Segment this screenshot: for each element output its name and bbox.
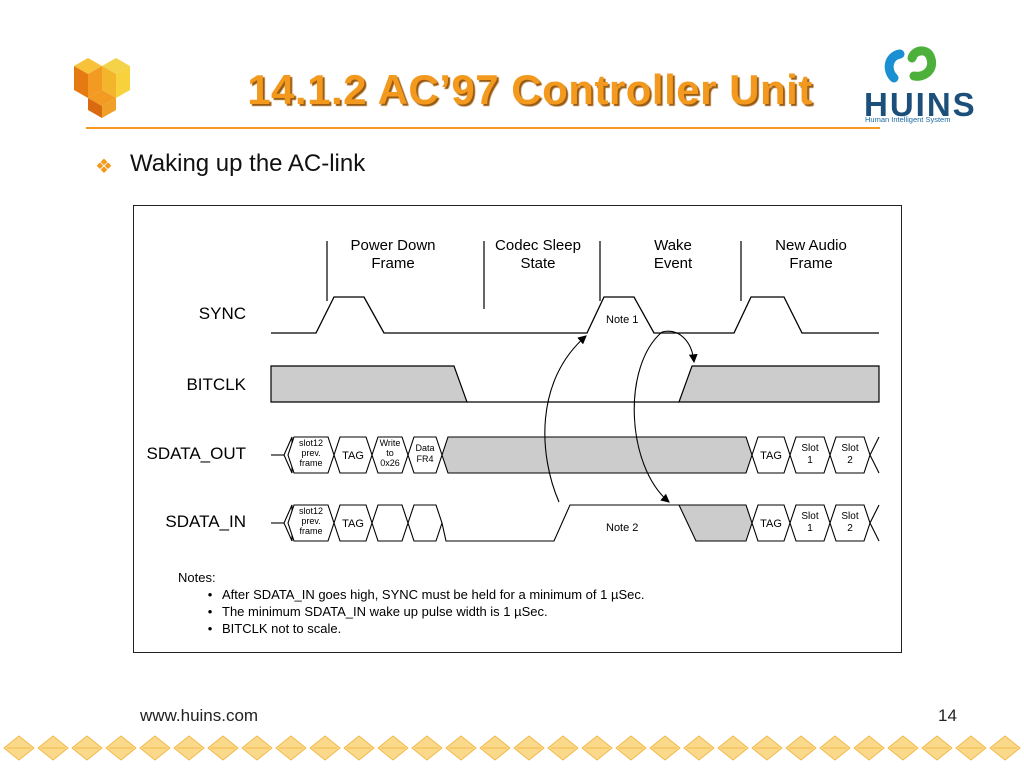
out-data-line2: FR4 <box>416 454 433 464</box>
huins-swirl-icon <box>884 46 936 83</box>
in-slot1-line1: Slot <box>801 511 818 522</box>
out-tag: TAG <box>342 450 364 462</box>
note-bullet-1: • <box>208 587 213 602</box>
phase-codec-sleep-line2: State <box>520 255 555 272</box>
page-number: 14 <box>938 706 957 725</box>
in-slot12-line3: frame <box>299 526 322 536</box>
decorative-diamond-strip <box>3 735 1021 761</box>
in-slot1-line2: 1 <box>807 523 813 534</box>
out-slot1-line1: Slot <box>801 443 818 454</box>
causality-arrows <box>544 330 698 503</box>
note-item-2: The minimum SDATA_IN wake up pulse width… <box>222 604 548 619</box>
note-bullet-2: • <box>208 604 213 619</box>
bullet-diamond-icon: ❖ <box>95 156 113 178</box>
page-title: 14.1.2 AC’97 Controller Unit <box>247 66 813 113</box>
timing-diagram-frame: Power Down Frame Codec Sleep State Wake … <box>133 205 902 653</box>
out-slot1-line2: 1 <box>807 455 813 466</box>
in-slot12-line2: prev. <box>301 516 320 526</box>
out-tag-new: TAG <box>760 450 782 462</box>
out-slot12-line2: prev. <box>301 448 320 458</box>
in-tag-new: TAG <box>760 518 782 530</box>
signal-label-sync: SYNC <box>199 304 246 323</box>
sync-waveform <box>271 296 879 334</box>
signal-label-sdata-out: SDATA_OUT <box>147 444 247 463</box>
out-data-line1: Data <box>415 443 434 453</box>
timing-diagram: Power Down Frame Codec Sleep State Wake … <box>147 237 880 636</box>
out-write-line2: to <box>386 448 394 458</box>
phase-new-audio-line2: Frame <box>789 255 832 272</box>
sdata-out-waveform <box>271 436 880 474</box>
note2-label: Note 2 <box>606 522 638 534</box>
in-tag: TAG <box>342 518 364 530</box>
notes-heading: Notes: <box>178 570 216 585</box>
phase-power-down-line1: Power Down <box>350 237 435 254</box>
phase-codec-sleep-line1: Codec Sleep <box>495 237 581 254</box>
sdata-in-waveform <box>271 504 880 542</box>
in-slot2-line2: 2 <box>847 523 853 534</box>
phase-wake-line1: Wake <box>654 237 692 254</box>
signal-label-sdata-in: SDATA_IN <box>165 512 246 531</box>
note1-label: Note 1 <box>606 314 638 326</box>
signal-label-bitclk: BITCLK <box>186 375 246 394</box>
out-slot12-line3: frame <box>299 458 322 468</box>
out-write-line1: Write <box>380 438 401 448</box>
bullet-text: Waking up the AC-link <box>130 150 366 177</box>
brand-name: HUINS <box>864 86 977 123</box>
note-bullet-3: • <box>208 621 213 636</box>
sdata-out-slot-labels: slot12 prev. frame TAG Write to 0x26 Dat… <box>299 438 859 468</box>
out-slot12-line1: slot12 <box>299 438 323 448</box>
out-write-line3: 0x26 <box>380 458 400 468</box>
phase-wake-line2: Event <box>654 255 693 272</box>
phase-new-audio-line1: New Audio <box>775 237 847 254</box>
out-slot2-line1: Slot <box>841 443 858 454</box>
cube-logo-icon <box>74 58 130 118</box>
in-slot12-line1: slot12 <box>299 506 323 516</box>
out-slot2-line2: 2 <box>847 455 853 466</box>
phase-dividers <box>326 241 742 309</box>
note-item-1: After SDATA_IN goes high, SYNC must be h… <box>222 587 644 602</box>
bitclk-waveform <box>270 365 880 403</box>
brand-tagline: Human Intelligent System <box>865 115 951 124</box>
in-slot2-line1: Slot <box>841 511 858 522</box>
note-item-3: BITCLK not to scale. <box>222 621 341 636</box>
phase-power-down-line2: Frame <box>371 255 414 272</box>
sdata-in-slot-labels: slot12 prev. frame TAG TAG Slot 1 Slot 2 <box>299 506 859 536</box>
title-divider <box>86 127 880 129</box>
footer-url: www.huins.com <box>140 706 259 725</box>
